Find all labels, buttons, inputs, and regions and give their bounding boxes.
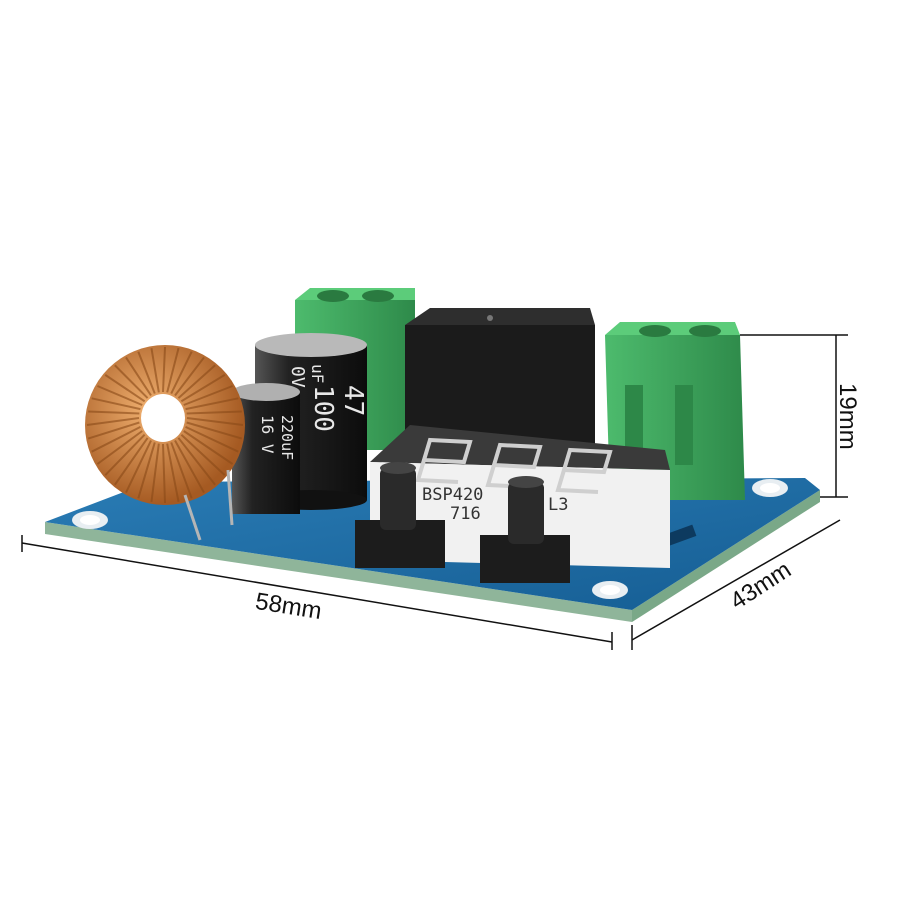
coil-winding <box>125 356 152 397</box>
coil-winding <box>166 443 180 503</box>
tactile-button-left <box>355 462 445 568</box>
display-suffix: L3 <box>548 495 568 515</box>
coil-winding <box>183 385 233 406</box>
coil-winding <box>166 347 180 393</box>
terminal-block-right <box>605 322 745 500</box>
coil-winding <box>186 417 244 426</box>
coil-winding <box>185 397 239 411</box>
coil-winding <box>87 421 140 440</box>
coil-winding <box>88 410 140 415</box>
cap-small-voltage: 16 V <box>258 415 277 454</box>
coil-winding <box>180 433 226 476</box>
coil-winding <box>150 348 160 393</box>
coil-winding <box>180 374 226 403</box>
coil-winding <box>183 430 234 465</box>
coil-winding <box>170 442 193 499</box>
cap-large-unit: uF <box>308 364 327 383</box>
capacitor-large: 47 100 uF 0V <box>255 333 368 510</box>
coil-winding <box>125 440 152 493</box>
coil-winding <box>96 430 143 465</box>
coil-winding <box>186 410 242 415</box>
toroid-inductor <box>85 345 245 541</box>
coil-winding <box>177 437 216 486</box>
length-dimension-label: 58mm <box>253 588 323 625</box>
coil-winding <box>177 364 216 399</box>
coil-winding <box>174 440 205 494</box>
coil-winding <box>186 421 243 440</box>
coil-winding <box>185 425 239 453</box>
capacitor-small: 220uF 16 V <box>232 383 300 514</box>
cap-large-v: 0V <box>287 366 308 388</box>
coil-winding <box>150 443 160 502</box>
tactile-button-right <box>480 476 570 583</box>
display-part-number: BSP420 <box>422 485 483 505</box>
height-dimension-label: 19mm <box>834 383 861 450</box>
coil-winding <box>104 434 146 476</box>
coil-winding <box>104 374 146 403</box>
coil-winding <box>114 364 149 399</box>
coil-winding <box>174 356 205 397</box>
dimension-lines <box>21 334 848 650</box>
coil-winding <box>86 417 140 426</box>
coil-winding <box>114 437 149 486</box>
coil-winding <box>137 351 156 394</box>
cap-small-value: 220uF <box>278 415 296 460</box>
coil-winding <box>162 443 166 504</box>
coil-winding <box>170 351 193 395</box>
coil-winding <box>91 397 141 411</box>
coil-winding <box>91 426 141 453</box>
cap-large-voltage: 100 <box>308 385 338 432</box>
cap-large-value: 47 <box>338 385 368 416</box>
coil-winding <box>137 442 156 499</box>
coil-winding <box>97 385 143 406</box>
coil-winding <box>162 346 166 393</box>
display-code: 716 <box>450 504 481 524</box>
relay <box>405 308 595 445</box>
